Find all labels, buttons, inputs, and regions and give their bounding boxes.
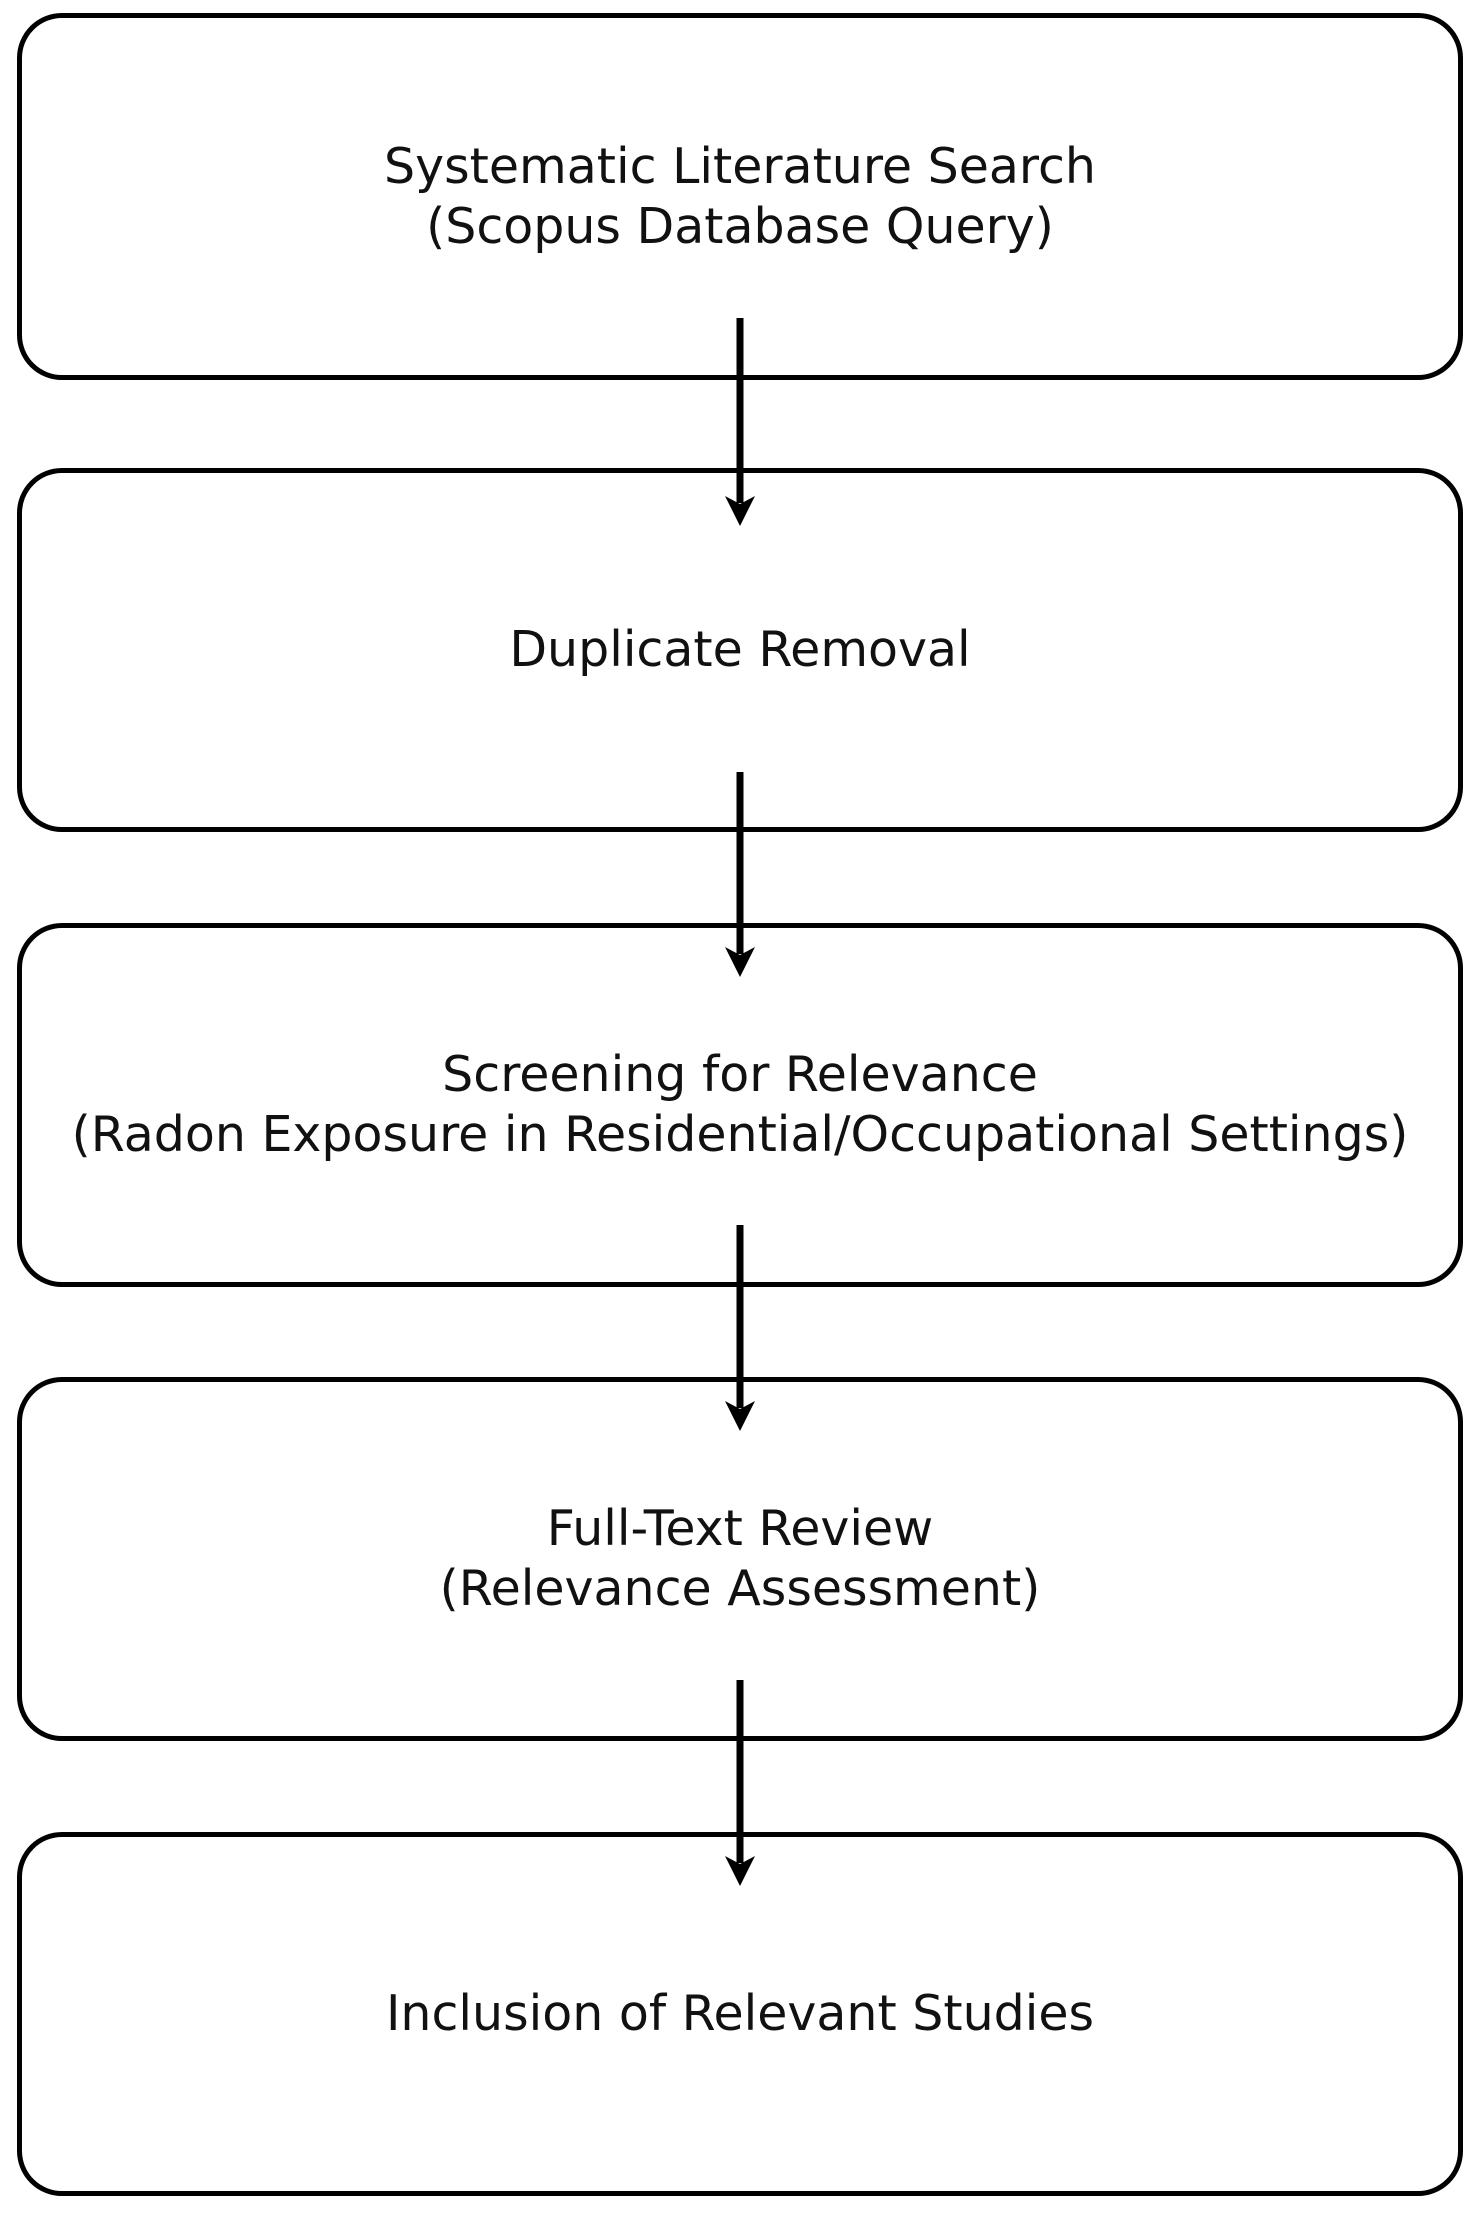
flow-step-label-line: Duplicate Removal xyxy=(509,621,971,678)
flow-step-label-line: Inclusion of Relevant Studies xyxy=(385,1985,1095,2042)
down-arrow-icon xyxy=(725,318,755,526)
flow-step-label-line: (Relevance Assessment) xyxy=(439,1560,1041,1617)
flow-step-label-line: (Scopus Database Query) xyxy=(426,197,1054,255)
flow-step-inclusion: Inclusion of Relevant Studies xyxy=(17,1832,1463,2196)
down-arrow-icon xyxy=(720,318,760,527)
flow-step-label-line: Full-Text Review xyxy=(546,1500,934,1557)
flow-step-label-line: (Radon Exposure in Residential/Occupatio… xyxy=(71,1106,1409,1163)
down-arrow-icon xyxy=(725,1680,755,1886)
down-arrow-icon xyxy=(725,772,755,977)
flow-step-label-line: Screening for Relevance xyxy=(442,1046,1038,1103)
flow-step-label-line: Systematic Literature Search xyxy=(384,137,1096,195)
down-arrow-icon xyxy=(725,1225,755,1431)
down-arrow-icon xyxy=(720,1680,760,1887)
down-arrow-icon xyxy=(720,772,760,978)
down-arrow-icon xyxy=(720,1225,760,1432)
flow-step-full-text-review: Full-Text Review (Relevance Assessment) xyxy=(17,1377,1463,1741)
